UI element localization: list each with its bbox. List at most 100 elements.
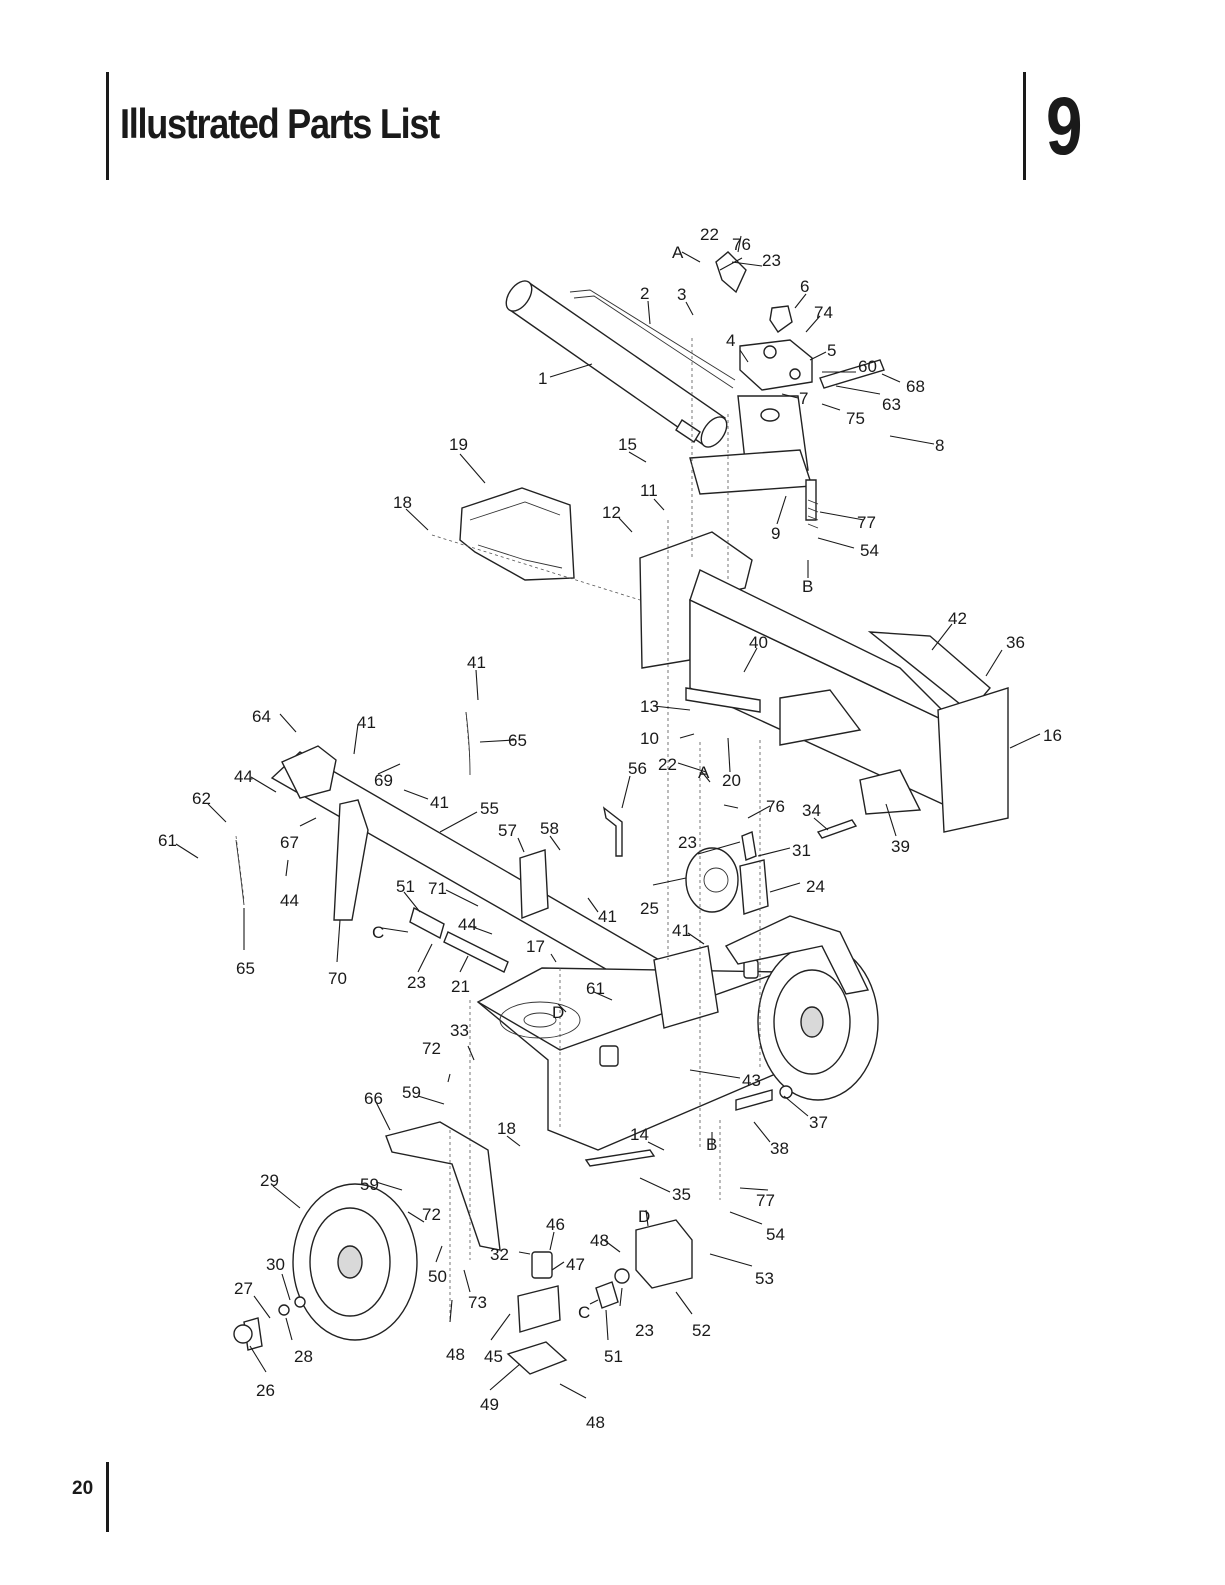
callout-65: 65 (508, 731, 527, 750)
callout-41e: 41 (672, 921, 691, 940)
callout-70: 70 (328, 969, 347, 988)
callout-58: 58 (540, 819, 559, 838)
callout-49: 49 (480, 1395, 499, 1414)
callout-50: 50 (428, 1267, 447, 1286)
callout-59: 59 (402, 1083, 421, 1102)
callout-22: 22 (700, 225, 719, 244)
filter-and-fittings (685, 831, 769, 915)
callout-65b: 65 (236, 959, 255, 978)
callout-28: 28 (294, 1347, 313, 1366)
callout-66: 66 (364, 1089, 383, 1108)
callout-69: 69 (374, 771, 393, 790)
callout-20: 20 (722, 771, 741, 790)
callout-16: 16 (1043, 726, 1062, 745)
callout-76: 76 (732, 235, 751, 254)
callout-54: 54 (860, 541, 879, 560)
callout-62: 62 (192, 789, 211, 808)
chapter-number: 9 (1046, 81, 1083, 172)
callout-30: 30 (266, 1255, 285, 1274)
callout-51: 51 (396, 877, 415, 896)
callout-10: 10 (640, 729, 659, 748)
callout-77b: 77 (756, 1191, 775, 1210)
header-left-rule (106, 72, 109, 180)
leader-lines (175, 235, 1041, 1399)
callout-71: 71 (428, 879, 447, 898)
callout-64: 64 (252, 707, 271, 726)
callout-23: 23 (762, 251, 781, 270)
callout-42: 42 (948, 609, 967, 628)
callout-12: 12 (602, 503, 621, 522)
callout-31: 31 (792, 841, 811, 860)
callout-D: D (552, 1003, 564, 1022)
callout-Bb: B (706, 1135, 717, 1154)
callout-36: 36 (1006, 633, 1025, 652)
detent-rod (805, 479, 817, 521)
callout-44c: 44 (458, 915, 477, 934)
callout-21: 21 (451, 977, 470, 996)
callout-C: C (372, 923, 384, 942)
callout-67: 67 (280, 833, 299, 852)
safety-chains (235, 711, 471, 906)
callout-75: 75 (846, 409, 865, 428)
left-wheel (292, 1121, 501, 1341)
callout-labels: 1 2 3 4 5 6 7 8 9 10 11 12 13 14 15 16 1… (158, 225, 1062, 1432)
callout-39: 39 (891, 837, 910, 856)
footer-rule (106, 1462, 109, 1532)
callout-Cb: C (578, 1303, 590, 1322)
callout-8: 8 (935, 436, 944, 455)
callout-Db: D (638, 1207, 650, 1226)
splitter-beam (639, 531, 1009, 833)
hydraulic-pump (595, 1219, 693, 1309)
log-cradle (459, 487, 575, 581)
callout-73: 73 (468, 1293, 487, 1312)
callout-A: A (672, 243, 684, 262)
callout-46: 46 (546, 1215, 565, 1234)
callout-40: 40 (749, 633, 768, 652)
callout-77: 77 (857, 513, 876, 532)
callout-23d: 23 (635, 1321, 654, 1340)
callout-44: 44 (234, 767, 253, 786)
callout-53: 53 (755, 1269, 774, 1288)
cylinder-mount-bracket (689, 395, 813, 495)
callout-48c: 48 (586, 1413, 605, 1432)
callout-76b: 76 (766, 797, 785, 816)
callout-B: B (802, 577, 813, 596)
assembly-lines (431, 338, 761, 1320)
callout-74: 74 (814, 303, 833, 322)
callout-41c: 41 (430, 793, 449, 812)
callout-17: 17 (526, 937, 545, 956)
hydraulic-cylinder (505, 280, 736, 448)
callout-41b: 41 (357, 713, 376, 732)
callout-72b: 72 (422, 1205, 441, 1224)
misc-hardware (233, 806, 858, 1351)
callout-47: 47 (566, 1255, 585, 1274)
tow-tongue (270, 745, 682, 1001)
callout-15: 15 (618, 435, 637, 454)
callout-57: 57 (498, 821, 517, 840)
callout-34: 34 (802, 801, 821, 820)
callout-32: 32 (490, 1245, 509, 1264)
callout-18: 18 (393, 493, 412, 512)
callout-45: 45 (484, 1347, 503, 1366)
callout-2: 2 (640, 284, 649, 303)
callout-24: 24 (806, 877, 825, 896)
callout-25: 25 (640, 899, 659, 918)
header-right-rule (1023, 72, 1026, 180)
callout-9: 9 (771, 524, 780, 543)
callout-41d: 41 (598, 907, 617, 926)
callout-61b: 61 (586, 979, 605, 998)
callout-6: 6 (800, 277, 809, 296)
callout-72: 72 (422, 1039, 441, 1058)
control-valve (715, 251, 885, 391)
callout-11: 11 (640, 481, 658, 500)
callout-48b: 48 (446, 1345, 465, 1364)
callout-4: 4 (726, 331, 735, 350)
callout-43: 43 (742, 1071, 761, 1090)
callout-51b: 51 (604, 1347, 623, 1366)
callout-60: 60 (858, 357, 877, 376)
callout-1: 1 (538, 369, 547, 388)
spring-upper (807, 499, 819, 529)
stand-mount (506, 1251, 568, 1375)
callout-27: 27 (234, 1279, 253, 1298)
